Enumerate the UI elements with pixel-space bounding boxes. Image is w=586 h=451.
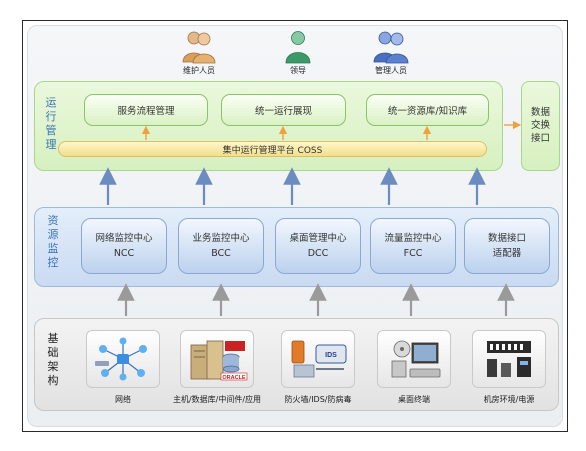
box-subtitle: DCC <box>307 248 329 259</box>
management-staff-icon <box>373 31 409 64</box>
infra-label: 桌面终端 <box>398 395 430 404</box>
datacenter-power-icon <box>487 341 531 377</box>
box-subtitle: 适配器 <box>492 248 522 259</box>
box-subtitle: FCC <box>403 248 423 259</box>
person-leader: 领导 <box>263 30 333 76</box>
network-item <box>86 330 160 388</box>
unified-operations-display-box: 统一运行展现 <box>221 94 346 126</box>
box-title: 数据接口 <box>487 233 526 244</box>
datacenter-power-item <box>472 330 546 388</box>
desktop-terminal-item <box>377 330 451 388</box>
infra-label: 防火墙/IDS/防病毒 <box>284 395 352 404</box>
service-process-box: 服务流程管理 <box>84 94 208 126</box>
person-maintenance: 维护人员 <box>164 30 234 76</box>
box-subtitle: BCC <box>211 248 231 259</box>
server-database-item: ORACLE <box>180 330 254 388</box>
box-title: 流量监控中心 <box>384 233 442 244</box>
person-label: 管理人员 <box>375 66 407 75</box>
infra-label: 主机/数据库/中间件/应用 <box>172 395 262 404</box>
dcc-box: 桌面管理中心 DCC <box>275 218 361 274</box>
person-label: 领导 <box>290 66 306 75</box>
bcc-box: 业务监控中心 BCC <box>178 218 264 274</box>
network-icon <box>95 337 147 381</box>
box-subtitle: NCC <box>113 248 135 259</box>
desktop-terminal-icon <box>391 340 441 378</box>
box-title: 业务监控中心 <box>192 233 250 244</box>
maintenance-staff-icon <box>182 31 216 64</box>
data-interface-adapter-box: 数据接口 适配器 <box>464 218 550 274</box>
infrastructure-section-label: 基础架构 <box>47 332 59 387</box>
unified-resource-knowledge-box: 统一资源库/知识库 <box>366 94 489 126</box>
ncc-box: 网络监控中心 NCC <box>81 218 167 274</box>
firewall-ids-icon: IDS <box>291 340 347 378</box>
infra-label: 机房环境/电源 <box>483 395 535 404</box>
infra-label: 网络 <box>115 395 131 404</box>
box-title: 网络监控中心 <box>95 233 153 244</box>
person-manager: 管理人员 <box>356 30 426 76</box>
server-database-icon: ORACLE <box>190 340 248 381</box>
operations-section-label: 运行管理 <box>45 96 57 151</box>
fcc-box: 流量监控中心 FCC <box>370 218 456 274</box>
oracle-logo-text: ORACLE <box>222 375 246 381</box>
data-exchange-interface-box: 数据交换接口 <box>521 81 560 171</box>
box-title: 桌面管理中心 <box>289 233 347 244</box>
person-label: 维护人员 <box>183 66 215 75</box>
coss-platform-bar: 集中运行管理平台 COSS <box>58 141 487 157</box>
firewall-ids-item: IDS <box>281 330 355 388</box>
monitoring-section-label: 资源监控 <box>47 214 59 269</box>
ids-logo-text: IDS <box>325 352 337 359</box>
data-exchange-label: 数据交换接口 <box>530 107 550 144</box>
leader-icon <box>285 31 311 64</box>
